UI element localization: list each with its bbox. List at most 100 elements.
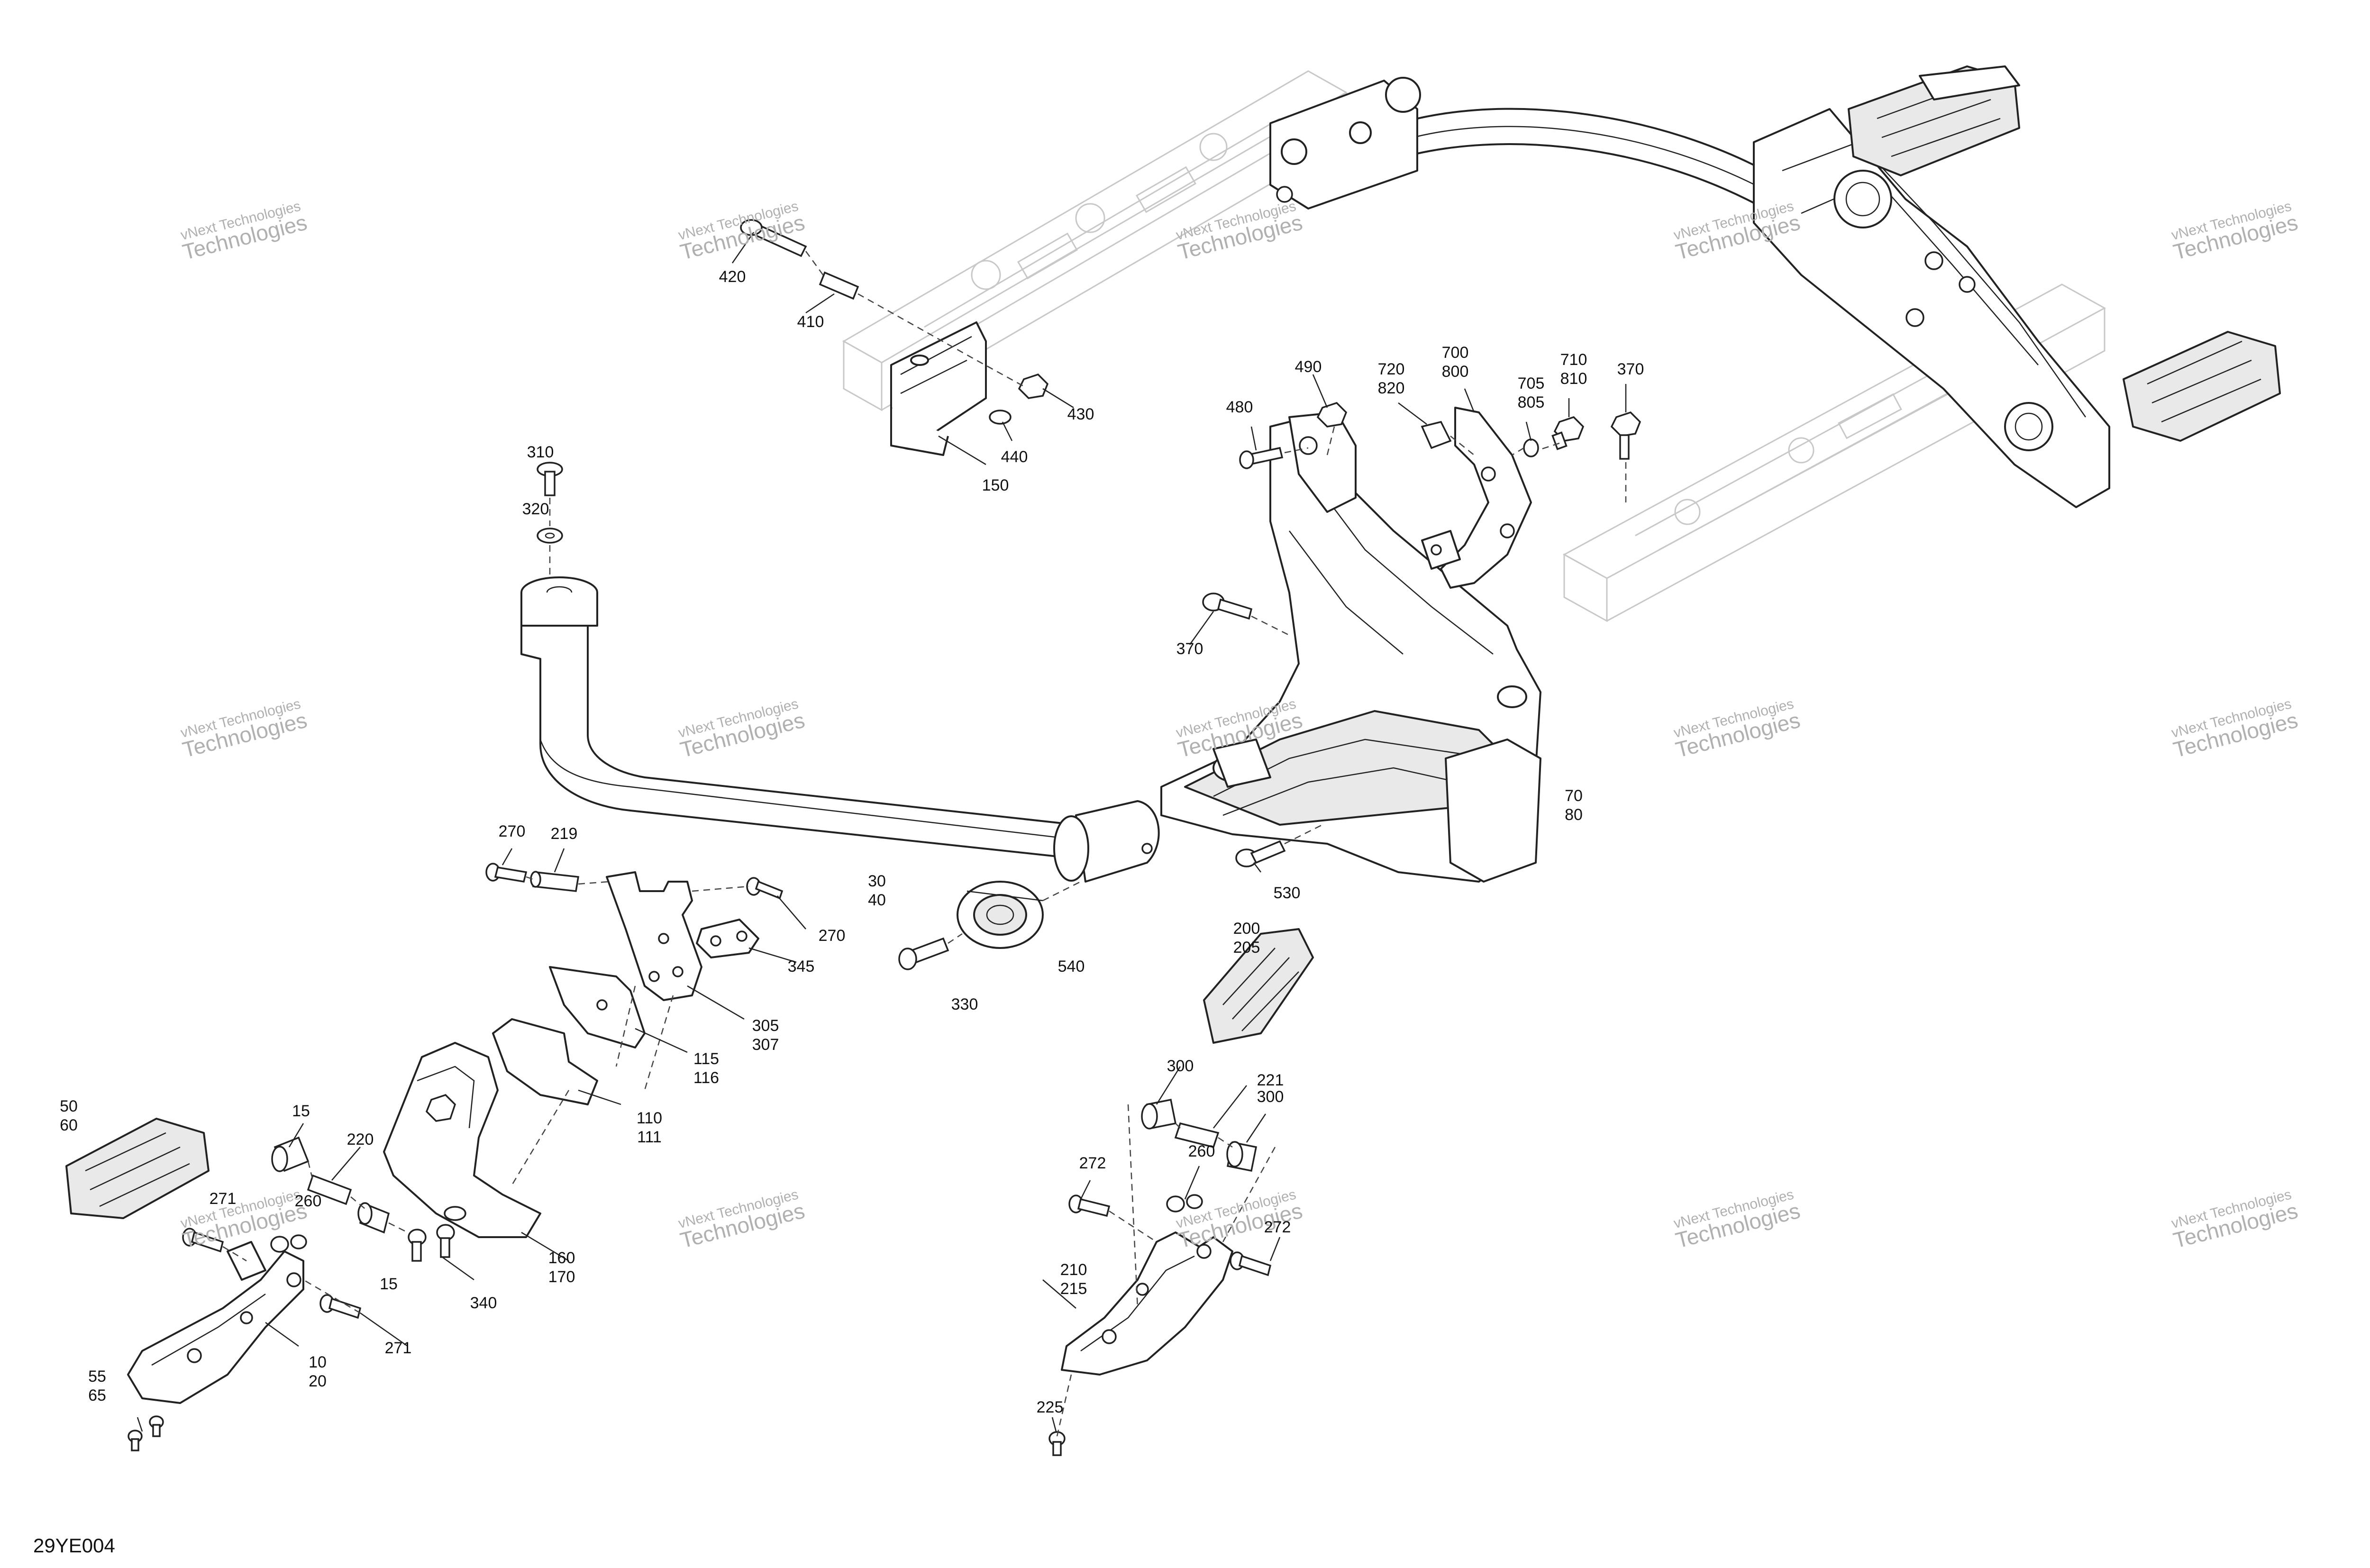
- callout-205: 205: [1233, 939, 1260, 957]
- footpeg-base-210: [1061, 1231, 1233, 1376]
- pivot-300-left: [1141, 1098, 1177, 1130]
- callout-210: 210: [1060, 1261, 1087, 1279]
- callout-340: 340: [470, 1294, 497, 1312]
- callout-271: 271: [385, 1339, 412, 1357]
- callout-80: 80: [1565, 806, 1583, 824]
- callout-219: 219: [551, 825, 578, 843]
- callout-215: 215: [1060, 1280, 1087, 1298]
- callout-810: 810: [1560, 370, 1587, 388]
- callout-540: 540: [1058, 957, 1085, 975]
- guard-115: [549, 966, 646, 1048]
- guard-110: [492, 1018, 598, 1105]
- callout-420: 420: [719, 268, 746, 286]
- screws-55: [128, 1415, 164, 1451]
- callout-805: 805: [1518, 393, 1545, 411]
- callout-30: 30: [868, 872, 886, 890]
- diagram-code: 29YE004: [33, 1534, 115, 1557]
- callout-345: 345: [788, 957, 815, 975]
- pin-272-lower: [1230, 1251, 1272, 1276]
- callout-310: 310: [527, 443, 554, 461]
- callout-480: 480: [1226, 398, 1253, 416]
- callout-221: 221: [1257, 1071, 1284, 1089]
- nut-430: [1018, 373, 1049, 399]
- swing-arm-body: [1160, 411, 1541, 883]
- pivot-15-upper: [271, 1136, 310, 1172]
- footpeg-base-10: [127, 1241, 304, 1404]
- bolt-710: [1551, 416, 1585, 450]
- nut-260-left: [270, 1234, 307, 1253]
- callout-50: 50: [60, 1097, 78, 1115]
- callout-305: 305: [752, 1017, 779, 1035]
- footpeg-holder-160: [383, 1042, 541, 1238]
- bracket-700: [1421, 407, 1532, 589]
- callout-160: 160: [548, 1249, 575, 1267]
- bolt-420: [740, 219, 807, 257]
- callout-40: 40: [868, 891, 886, 909]
- bolt-310: [537, 462, 563, 496]
- pin-272-upper: [1068, 1194, 1111, 1217]
- plate-345: [696, 919, 759, 958]
- bolt-530: [1235, 840, 1286, 867]
- callout-272: 272: [1079, 1154, 1106, 1172]
- bracket-150: [890, 321, 987, 456]
- callout-270: 270: [499, 822, 526, 840]
- rear-arch-tube: [1269, 77, 1783, 214]
- callout-260: 260: [295, 1192, 322, 1210]
- nut-720: [1421, 420, 1452, 449]
- spacer-219: [530, 871, 580, 892]
- bracket-305: [606, 871, 702, 1001]
- callout-70: 70: [1565, 787, 1583, 805]
- pin-271-upper: [182, 1228, 224, 1253]
- pin-270-left: [485, 863, 528, 883]
- callout-720: 720: [1378, 360, 1405, 378]
- callout-115: 115: [693, 1050, 719, 1068]
- callout-700: 700: [1442, 344, 1469, 362]
- callout-820: 820: [1378, 379, 1405, 397]
- callout-200: 200: [1233, 920, 1260, 938]
- callout-65: 65: [88, 1386, 106, 1404]
- screw-225: [1048, 1431, 1066, 1456]
- callout-10: 10: [309, 1353, 327, 1371]
- rear-footpeg-assembly: [1753, 65, 2281, 508]
- callout-490: 490: [1295, 358, 1322, 376]
- callout-116: 116: [693, 1069, 719, 1087]
- bolt-480: [1239, 447, 1284, 469]
- callout-330: 330: [951, 995, 978, 1013]
- callout-layer: 4204104304401503103204904807208207008007…: [60, 268, 1644, 1416]
- callout-307: 307: [752, 1036, 779, 1054]
- callout-225: 225: [1037, 1398, 1064, 1416]
- callout-55: 55: [88, 1367, 106, 1386]
- callout-410: 410: [797, 313, 824, 331]
- bolt-370-lower: [1202, 593, 1253, 620]
- callout-270: 270: [819, 927, 846, 945]
- callout-60: 60: [60, 1116, 78, 1134]
- screws-340: [408, 1224, 455, 1262]
- callout-440: 440: [1001, 448, 1028, 466]
- footpeg-pad-200: [1203, 928, 1314, 1044]
- callout-300: 300: [1167, 1057, 1194, 1075]
- callout-320: 320: [522, 500, 549, 518]
- pin-271-lower: [319, 1294, 362, 1319]
- pin-270-right: [746, 877, 784, 900]
- swing-arm-tube: [520, 576, 1160, 883]
- spacer-220: [307, 1174, 352, 1205]
- callout-20: 20: [309, 1372, 327, 1390]
- callout-110: 110: [637, 1109, 662, 1127]
- bolt-330: [898, 937, 949, 970]
- callout-15: 15: [380, 1275, 398, 1293]
- callout-272: 272: [1264, 1218, 1291, 1236]
- callout-430: 430: [1067, 405, 1094, 423]
- callout-15: 15: [292, 1102, 310, 1120]
- callout-220: 220: [347, 1130, 374, 1149]
